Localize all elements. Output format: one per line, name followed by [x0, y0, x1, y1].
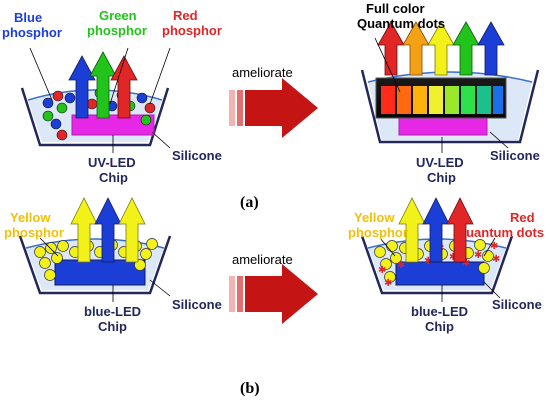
red-arrow	[110, 55, 138, 119]
blue-arrow	[422, 197, 450, 263]
svg-text:✱: ✱	[378, 265, 386, 276]
label-uv-led-chip-left: UV-LED Chip	[88, 155, 139, 185]
blue-led-chip	[54, 259, 146, 286]
uv-led-chip	[398, 117, 488, 136]
panel-a-right-package	[360, 21, 540, 153]
label-silicone-a-left: Silicone	[172, 148, 222, 163]
panel-tag-a: (a)	[240, 194, 259, 211]
panel-b-left-package	[18, 197, 172, 302]
yellow-arrow	[70, 197, 98, 263]
panel-b-right-package: ✱✱✱ ✱✱✱ ✱✱✱ ✱✱	[360, 197, 514, 302]
svg-text:✱: ✱	[474, 250, 482, 261]
red-arrow	[377, 21, 405, 76]
label-silicone-a-right: Silicone	[490, 148, 540, 163]
svg-text:✱: ✱	[462, 258, 470, 269]
ameliorate-arrow-a	[229, 78, 318, 138]
label-red-quantum-dots: Red Quantum dots	[456, 210, 544, 240]
label-ameliorate-a: ameliorate	[232, 65, 293, 80]
cup-outline	[20, 87, 170, 147]
label-green-phosphor: Green phosphor	[87, 8, 147, 38]
silicone-surface	[27, 89, 163, 101]
green-arrow	[452, 21, 480, 76]
yellow-arrow	[118, 197, 146, 263]
quantum-dot-vials	[375, 77, 507, 119]
label-red-phosphor: Red phosphor	[162, 8, 222, 38]
yellow-arrow	[398, 197, 426, 263]
svg-text:✱: ✱	[397, 260, 405, 271]
svg-text:✱: ✱	[490, 241, 498, 252]
label-silicone-b-left: Silicone	[172, 297, 222, 312]
emission-arrows-full-color	[377, 21, 505, 76]
cup-outline	[360, 69, 540, 144]
cup-outline	[18, 235, 172, 295]
svg-text:✱: ✱	[449, 252, 457, 263]
panel-a-left-package	[20, 47, 171, 153]
yellow-arrow	[427, 21, 455, 76]
label-blue-phosphor: Blue phosphor	[2, 10, 62, 40]
blue-led-chip	[395, 261, 485, 286]
panel-tag-b: (b)	[240, 380, 260, 397]
blue-arrow	[94, 197, 122, 263]
label-silicone-b-right: Silicone	[492, 297, 542, 312]
label-blue-led-chip-left: blue-LED Chip	[84, 304, 145, 334]
svg-text:✱: ✱	[384, 278, 392, 289]
label-yellow-phosphor-left: Yellow phosphor	[4, 210, 64, 240]
label-full-color-quantum-dots: Full color Quantum dots	[357, 1, 445, 31]
blue-arrow	[68, 55, 96, 119]
label-blue-led-chip-right: blue-LED Chip	[411, 304, 472, 334]
emission-arrows-yellow-blue	[70, 197, 146, 263]
svg-text:✱: ✱	[424, 256, 432, 267]
emission-arrows-yellow-blue-red	[398, 197, 474, 263]
emission-arrows-rgb	[68, 51, 138, 119]
label-ameliorate-b: ameliorate	[232, 252, 293, 267]
ameliorate-arrow-b	[229, 264, 318, 324]
red-arrow	[446, 197, 474, 263]
orange-arrow	[402, 21, 430, 76]
label-uv-led-chip-right: UV-LED Chip	[416, 155, 467, 185]
label-yellow-phosphor-right: Yellow phosphor	[348, 210, 408, 240]
cup-outline	[360, 235, 514, 295]
green-arrow	[89, 51, 117, 119]
svg-text:✱: ✱	[492, 254, 500, 265]
blue-arrow	[477, 21, 505, 76]
